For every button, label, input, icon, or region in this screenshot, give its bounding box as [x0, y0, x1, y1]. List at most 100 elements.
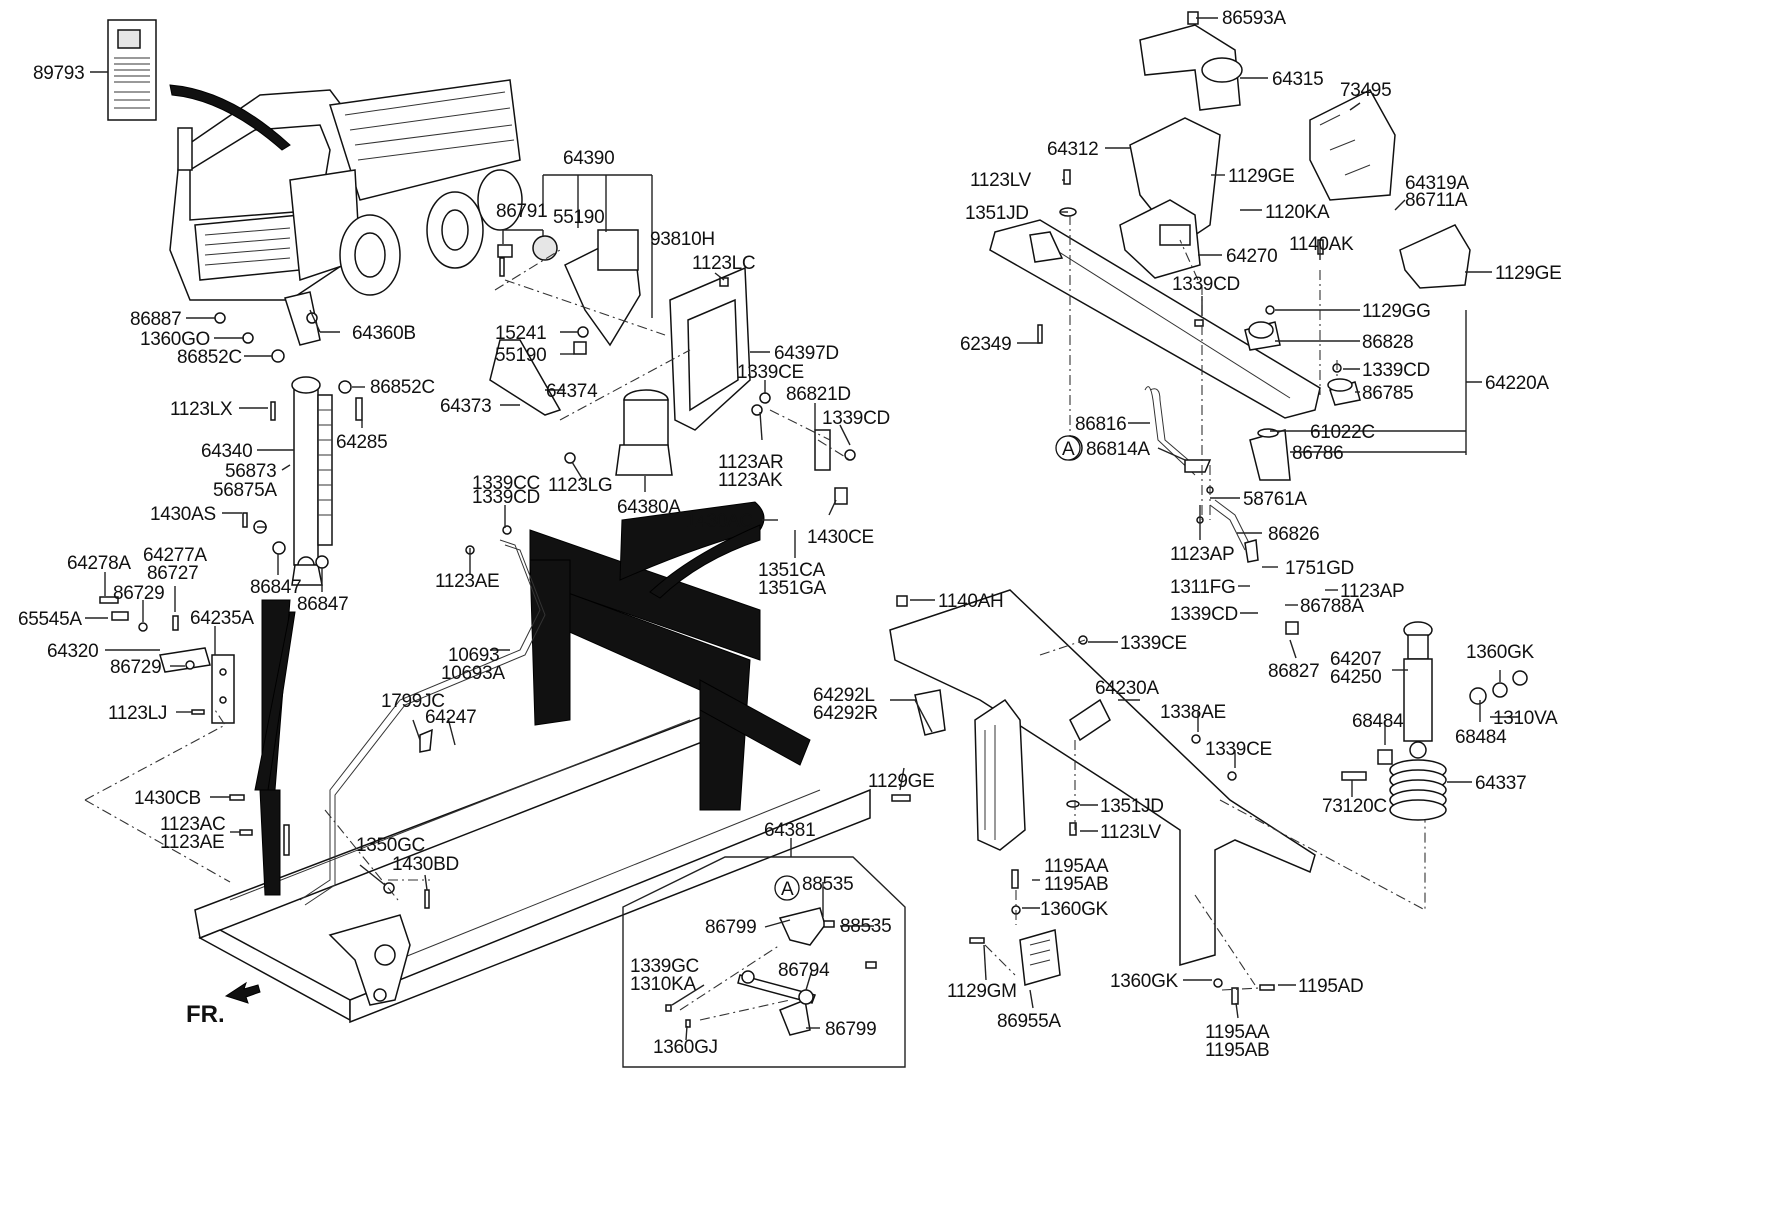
latch-bracket-group — [99, 596, 235, 724]
part-label-1310KA: 1310KA — [630, 974, 696, 995]
part-label-86852C: 86852C — [370, 377, 435, 398]
part-label-86593A: 86593A — [1222, 8, 1286, 29]
part-label-10693A: 10693A — [441, 663, 505, 684]
part-label-64381: 64381 — [764, 820, 815, 841]
part-label-1123LV: 1123LV — [970, 170, 1032, 191]
svg-text:A: A — [781, 879, 794, 900]
cab-mount-frame — [889, 589, 1316, 1005]
shock-absorber-spring — [1285, 621, 1528, 821]
part-label-1310VA: 1310VA — [1493, 708, 1558, 729]
part-label-64374: 64374 — [546, 381, 598, 402]
part-label-86727: 86727 — [147, 563, 198, 584]
part-label-64277A: 64277A — [143, 545, 207, 566]
part-label-1120KA: 1120KA — [1265, 202, 1330, 223]
part-label-62349: 62349 — [960, 334, 1011, 355]
part-label-86786: 86786 — [1292, 443, 1343, 464]
part-label-86729: 86729 — [110, 657, 161, 678]
part-label-86847: 86847 — [250, 577, 301, 598]
part-label-89793: 89793 — [33, 63, 84, 84]
part-label-64360B: 64360B — [352, 323, 416, 344]
part-label-86791: 86791 — [496, 201, 547, 222]
part-label-1360GJ: 1360GJ — [653, 1037, 718, 1058]
part-label-1360GO: 1360GO — [140, 329, 210, 350]
part-label-1123AE: 1123AE — [435, 571, 499, 592]
part-label-64247: 64247 — [425, 707, 476, 728]
part-label-1123AR: 1123AR — [718, 452, 783, 473]
part-label-1195AD: 1195AD — [1298, 976, 1363, 997]
part-label-86729: 86729 — [113, 583, 164, 604]
part-label-86827: 86827 — [1268, 661, 1319, 682]
part-label-64390: 64390 — [563, 148, 614, 169]
part-label-86887: 86887 — [130, 309, 181, 330]
part-label-64207: 64207 — [1330, 649, 1381, 670]
part-label-56875A: 56875A — [213, 480, 277, 501]
part-label-1123LV: 1123LV — [1100, 822, 1162, 843]
callout-wedge-left — [254, 611, 296, 791]
truck-illustration — [169, 79, 523, 301]
part-label-1123AK: 1123AK — [718, 470, 783, 491]
part-label-1339CE: 1339CE — [1205, 739, 1272, 760]
part-label-64312: 64312 — [1047, 139, 1098, 160]
part-label-1195AA: 1195AA — [1044, 856, 1109, 877]
part-label-1123AC: 1123AC — [160, 814, 225, 835]
part-label-88535: 88535 — [840, 916, 891, 937]
tilt-cylinder-assembly — [214, 291, 363, 586]
part-label-1129GG: 1129GG — [1362, 301, 1431, 322]
part-label-1360GK: 1360GK — [1466, 642, 1535, 663]
part-label-88535: 88535 — [802, 874, 853, 895]
part-label-64250: 64250 — [1330, 667, 1381, 688]
part-label-1351JD: 1351JD — [965, 203, 1029, 224]
part-label-64320: 64320 — [47, 641, 98, 662]
part-label-64292L: 64292L — [813, 685, 875, 706]
part-label-64319A: 64319A — [1405, 173, 1469, 194]
part-label-1123LX: 1123LX — [170, 399, 233, 420]
chassis-frame-left — [194, 501, 871, 1024]
rear-crossmember-assembly — [989, 11, 1471, 563]
part-label-68484: 68484 — [1455, 727, 1507, 748]
part-label-1140AK: 1140AK — [1289, 234, 1354, 255]
part-label-64397D: 64397D — [774, 343, 839, 364]
part-label-86814A: 86814A — [1086, 439, 1150, 460]
part-label-64270: 64270 — [1226, 246, 1277, 267]
dashed-guides — [84, 215, 1426, 991]
inset-64381 — [622, 856, 906, 1068]
part-label-64235A: 64235A — [190, 608, 254, 629]
part-label-65545A: 65545A — [18, 609, 82, 630]
part-label-64230A: 64230A — [1095, 678, 1159, 699]
part-label-1311FG: 1311FG — [1170, 577, 1235, 598]
part-label-61022C: 61022C — [1310, 422, 1375, 443]
part-label-1339CD: 1339CD — [822, 408, 890, 429]
part-label-1339CE: 1339CE — [1120, 633, 1187, 654]
part-label-64315: 64315 — [1272, 69, 1323, 90]
part-label-58761A: 58761A — [1243, 489, 1307, 510]
part-label-86816: 86816 — [1075, 414, 1126, 435]
part-label-1351JD: 1351JD — [1100, 796, 1164, 817]
part-label-86847: 86847 — [297, 594, 348, 615]
fr-label: FR. — [186, 1001, 225, 1028]
part-label-1360GK: 1360GK — [1110, 971, 1179, 992]
part-label-1129GE: 1129GE — [1495, 263, 1562, 284]
part-label-1430AS: 1430AS — [150, 504, 216, 525]
part-label-86788A: 86788A — [1300, 596, 1364, 617]
front-direction-arrow: FR. — [186, 981, 261, 1028]
part-label-86955A: 86955A — [997, 1011, 1061, 1032]
part-label-1140AH: 1140AH — [938, 591, 1003, 612]
part-label-64285: 64285 — [336, 432, 387, 453]
callout-wedge-center — [649, 524, 761, 599]
part-label-73495: 73495 — [1340, 80, 1391, 101]
part-label-64292R: 64292R — [813, 703, 878, 724]
part-label-56873: 56873 — [225, 461, 276, 482]
part-label-86852C: 86852C — [177, 347, 242, 368]
part-label-1339GC: 1339GC — [630, 956, 699, 977]
part-label-64373: 64373 — [440, 396, 491, 417]
part-label-86785: 86785 — [1362, 383, 1413, 404]
part-label-1339CD: 1339CD — [472, 487, 540, 508]
part-label-1430BD: 1430BD — [392, 854, 459, 875]
part-label-1339CE: 1339CE — [737, 362, 804, 383]
part-label-1339CD: 1339CD — [1172, 274, 1240, 295]
part-label-1350GC: 1350GC — [356, 835, 425, 856]
part-label-1123AE: 1123AE — [160, 832, 224, 853]
part-label-1123AP: 1123AP — [1170, 544, 1234, 565]
part-label-86799: 86799 — [705, 917, 756, 938]
